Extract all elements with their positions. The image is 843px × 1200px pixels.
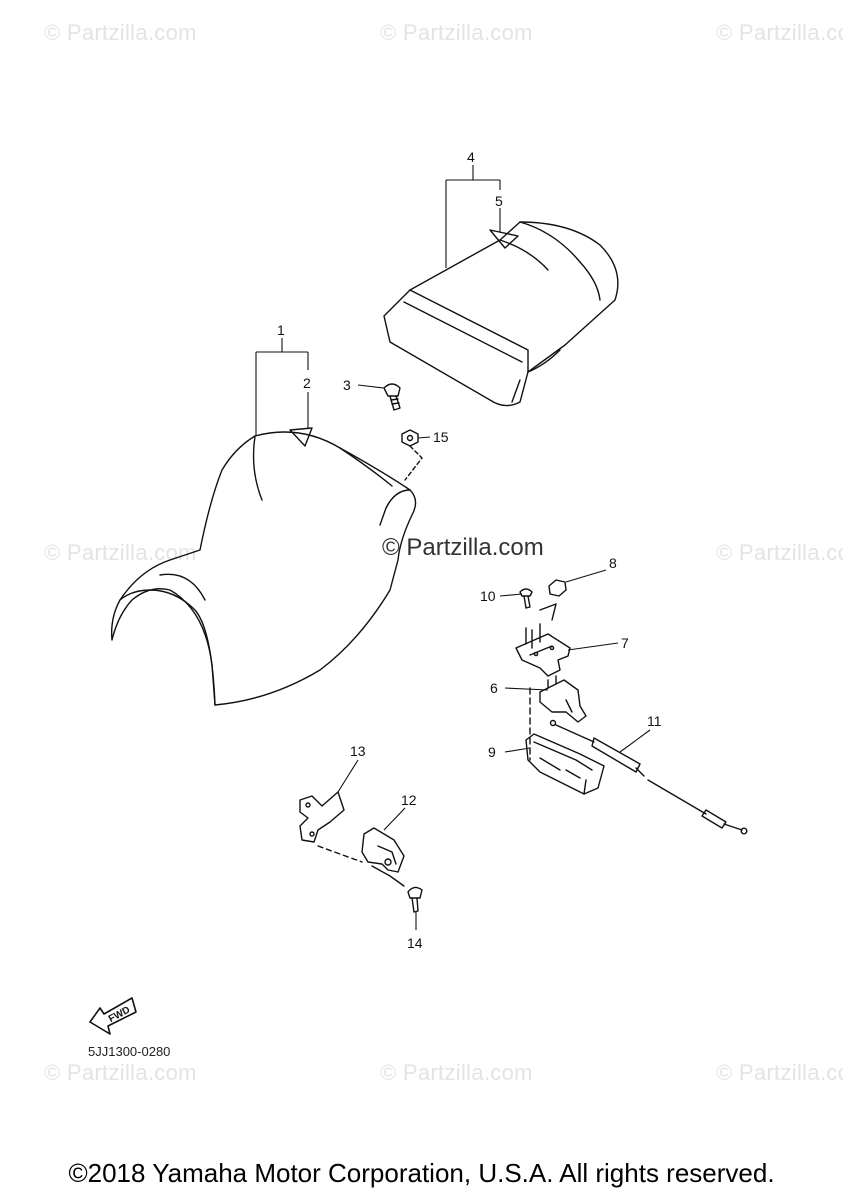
latch-plate-part-6 xyxy=(539,675,587,723)
watermark-mid-left: © Partzilla.com xyxy=(44,540,197,565)
callout-8: 8 xyxy=(609,555,617,571)
watermark-top-center: © Partzilla.com xyxy=(380,20,533,45)
callout-14: 14 xyxy=(407,935,423,951)
nut-part-8 xyxy=(548,579,567,597)
copyright-footer: ©2018 Yamaha Motor Corporation, U.S.A. A… xyxy=(68,1158,775,1188)
rear-seat-part-4 xyxy=(383,221,619,407)
cable-part-11 xyxy=(549,719,748,835)
lock-part-12 xyxy=(361,827,405,887)
watermark-bottom-center: © Partzilla.com xyxy=(380,1060,533,1085)
latch-housing-part-9 xyxy=(525,733,605,795)
nut-part-15 xyxy=(401,429,419,447)
callout-11: 11 xyxy=(647,713,662,729)
watermark-center: © Partzilla.com xyxy=(382,534,544,561)
callout-6: 6 xyxy=(490,680,498,696)
callout-10: 10 xyxy=(480,588,496,604)
bracket-part-7 xyxy=(515,623,571,677)
callout-5: 5 xyxy=(495,193,503,209)
screw-part-14 xyxy=(407,886,423,913)
callout-15: 15 xyxy=(433,429,449,445)
callout-1: 1 xyxy=(277,322,285,338)
forward-arrow-label: FWD xyxy=(107,1005,132,1025)
watermark-bottom-left: © Partzilla.com xyxy=(44,1060,197,1085)
watermark-mid-right: © Partzilla.com xyxy=(716,540,843,565)
callout-13: 13 xyxy=(350,743,366,759)
watermark-top-right: © Partzilla.com xyxy=(716,20,843,45)
bracket-part-13 xyxy=(299,791,345,843)
callout-9: 9 xyxy=(488,744,496,760)
callout-4: 4 xyxy=(467,149,475,165)
callout-7: 7 xyxy=(621,635,629,651)
bolt-part-3 xyxy=(383,383,401,411)
watermark-bottom-right: © Partzilla.com xyxy=(716,1060,843,1085)
callout-12: 12 xyxy=(401,792,417,808)
main-seat-part-1 xyxy=(110,427,417,706)
reference-code: 5JJ1300-0280 xyxy=(88,1044,171,1059)
screw-part-10 xyxy=(519,588,533,609)
forward-arrow-icon xyxy=(89,997,137,1035)
callout-2: 2 xyxy=(303,375,311,391)
watermark-top-left: © Partzilla.com xyxy=(44,20,197,45)
callout-3: 3 xyxy=(343,377,351,393)
